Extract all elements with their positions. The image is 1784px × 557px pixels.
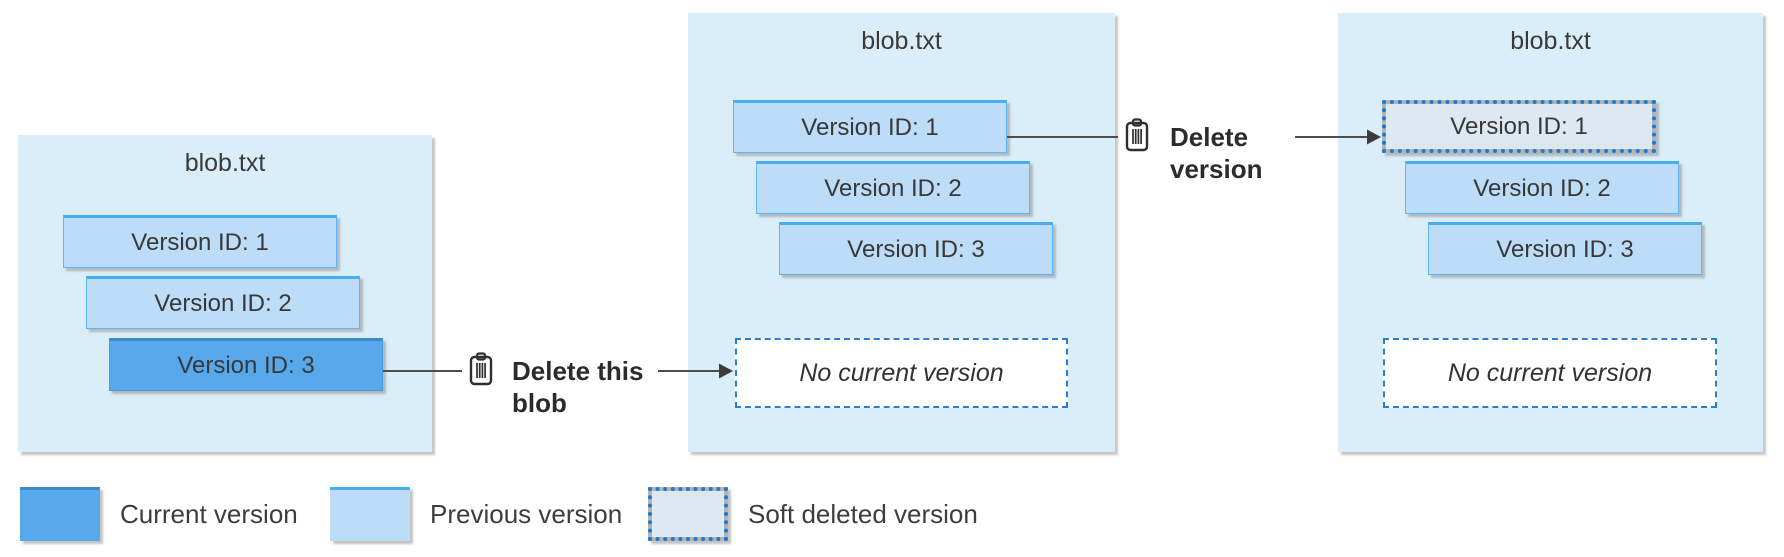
delete-version-label: Delete version xyxy=(1170,121,1263,185)
version-box-3: Version ID: 3 xyxy=(779,222,1053,275)
version-box-2: Version ID: 2 xyxy=(756,161,1030,214)
delete-version-label-line2: version xyxy=(1170,154,1263,184)
legend-label-previous-version: Previous version xyxy=(430,498,623,529)
delete-this-blob-label: Delete this blob xyxy=(512,355,644,419)
blob-title: blob.txt xyxy=(184,149,266,177)
legend-swatch-soft-deleted-version xyxy=(648,487,728,541)
blob-title: blob.txt xyxy=(861,27,942,55)
trash-icon xyxy=(1125,118,1149,152)
version-box-3-current: Version ID: 3 xyxy=(109,338,383,391)
legend-swatch-current-version xyxy=(20,487,100,541)
version-box-3: Version ID: 3 xyxy=(1428,222,1702,275)
delete-version-label-line1: Delete xyxy=(1170,122,1249,152)
no-current-version-box: No current version xyxy=(735,338,1068,408)
trash-icon xyxy=(469,352,493,386)
blob-panel-after-delete-blob: blob.txt Version ID: 1 Version ID: 2 Ver… xyxy=(688,13,1115,452)
delete-this-blob-label-line1: Delete this xyxy=(512,356,644,386)
blob-panel-after-delete-version: blob.txt Version ID: 1 Version ID: 2 Ver… xyxy=(1338,13,1763,452)
version-box-2: Version ID: 2 xyxy=(1405,161,1679,214)
legend-label-soft-deleted-version: Soft deleted version xyxy=(748,498,978,529)
version-box-1: Version ID: 1 xyxy=(63,215,337,268)
version-box-1: Version ID: 1 xyxy=(733,100,1007,153)
version-box-1-soft-deleted: Version ID: 1 xyxy=(1382,100,1656,153)
no-current-version-box: No current version xyxy=(1383,338,1717,408)
legend-label-current-version: Current version xyxy=(120,498,298,529)
blob-title: blob.txt xyxy=(1510,27,1591,55)
legend-swatch-previous-version xyxy=(330,487,410,541)
version-box-2: Version ID: 2 xyxy=(86,276,360,329)
delete-this-blob-label-line2: blob xyxy=(512,388,567,418)
blob-panel-initial: blob.txt Version ID: 1 Version ID: 2 Ver… xyxy=(18,135,432,452)
